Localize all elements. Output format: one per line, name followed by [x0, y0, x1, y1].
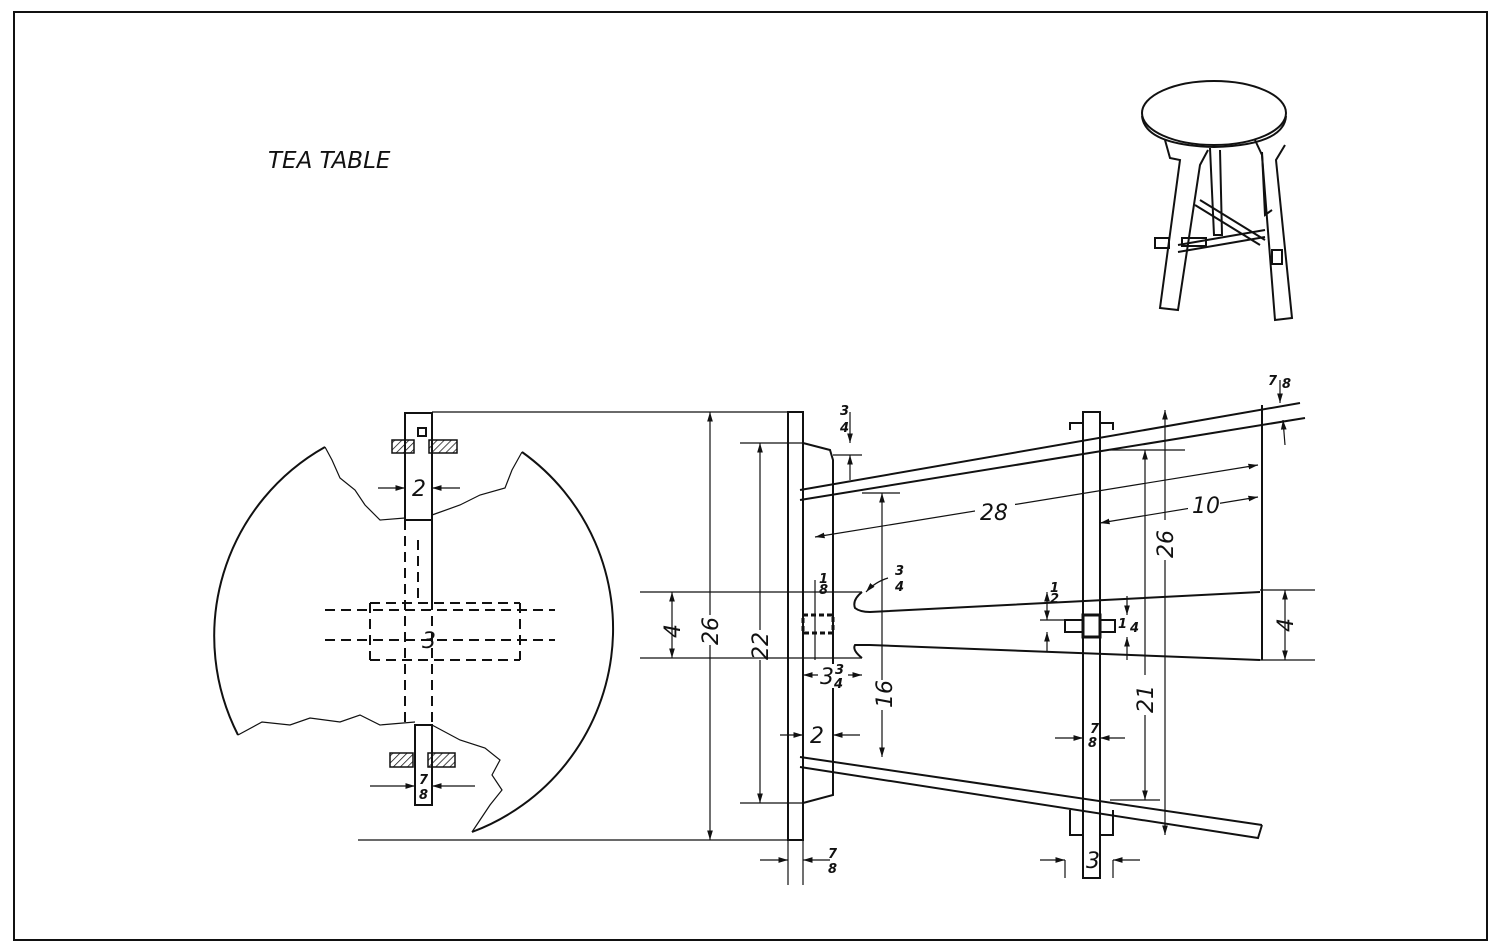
dim-leg-length: 28 — [980, 501, 1008, 526]
dim-cleat-width: 2 — [810, 724, 824, 749]
dim-leg-width: 3 — [1086, 849, 1100, 874]
dim-fillet-num: 3 — [895, 564, 904, 579]
plan-view: 2 3 7 8 — [213, 412, 615, 833]
dim-cross-width: 3 — [422, 629, 436, 654]
dim-key-offset-num: 1 — [1050, 581, 1059, 596]
dim-tenon-offset-num: 1 — [819, 572, 828, 587]
dim-stretcher-width-right: 4 — [1274, 618, 1299, 632]
dim-top-thickness-num: 7 — [828, 847, 838, 862]
dim-top-height: 26 — [699, 617, 724, 645]
dim-fillet-den: 4 — [894, 580, 904, 595]
dim-top-clearance-den: 4 — [839, 421, 849, 436]
dim-leg-thickness-den: 8 — [1088, 736, 1097, 751]
drawing-title: TEA TABLE — [268, 148, 391, 174]
dim-key-size-den: 4 — [1129, 621, 1139, 636]
dim-cleat-length: 22 — [749, 632, 774, 660]
isometric-sketch — [1141, 80, 1294, 322]
dim-leg-spacing: 16 — [873, 680, 898, 708]
dim-overall-height: 26 — [1154, 530, 1179, 558]
dim-key-size-num: 1 — [1118, 617, 1127, 632]
dim-tenon-offset-den: 8 — [819, 583, 828, 598]
dim-tenon-length-num: 3 — [835, 663, 844, 678]
dim-key-offset-den: 2 — [1050, 592, 1059, 607]
dim-stretcher-width-left: 4 — [661, 624, 686, 638]
dim-inner-height: 21 — [1134, 685, 1159, 713]
dim-tenon-length-whole: 3 — [820, 665, 834, 690]
dim-leg-thickness-num: 7 — [1090, 722, 1100, 737]
dim-top-clearance-num: 3 — [840, 404, 849, 419]
dim-top-thickness-den: 8 — [828, 862, 837, 877]
dim-tenon-length-den: 4 — [833, 677, 843, 692]
dim-leg-thickness-top-den: 8 — [1282, 377, 1291, 392]
dim-leg-thickness-top-num: 7 — [1268, 374, 1278, 389]
dim-strip-width: 2 — [412, 477, 426, 502]
dim-bottom-thickness-den: 8 — [419, 788, 428, 803]
drawing-border — [13, 11, 1488, 941]
dim-leg-foot: 10 — [1192, 494, 1220, 519]
dim-bottom-thickness-num: 7 — [419, 773, 429, 788]
elevation-view: 26 22 4 3 7 8 — [358, 374, 1315, 885]
